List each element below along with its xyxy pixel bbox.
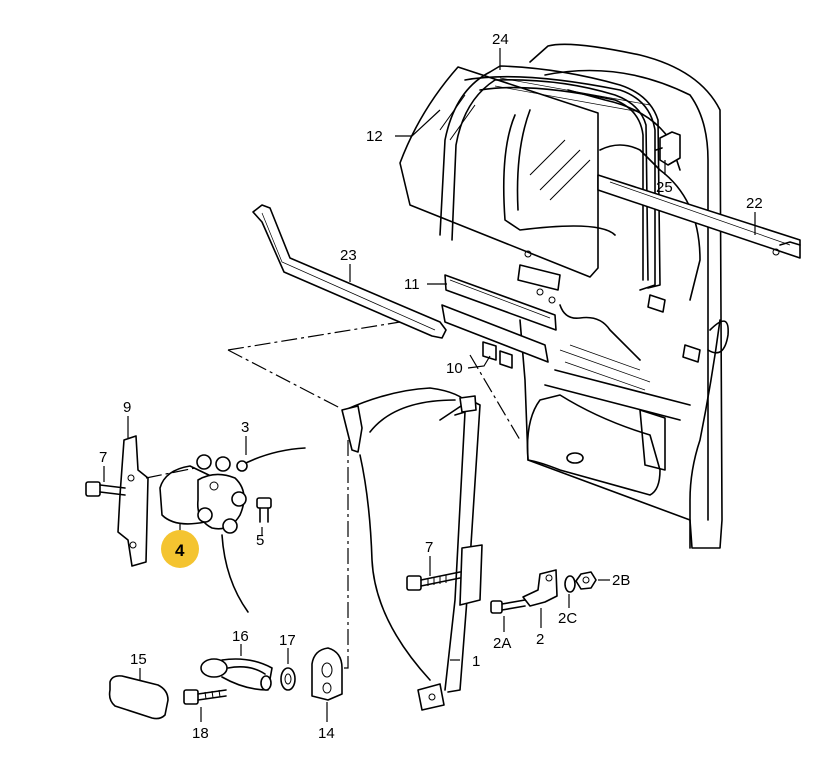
callout-10: 10: [446, 360, 463, 377]
handle-16: [200, 658, 273, 691]
cable-3: [221, 447, 306, 613]
bracket-9: [117, 435, 149, 567]
window-regulator-1: [341, 387, 483, 711]
callout-25: 25: [656, 179, 673, 196]
glass-pane-12: [399, 66, 599, 278]
callout-5: 5: [256, 532, 264, 549]
bracket-14: [311, 647, 343, 701]
guide-25: [655, 131, 681, 166]
window-seal-24: [439, 65, 661, 289]
highlight-circle: [161, 530, 199, 568]
door-shell: [517, 43, 729, 549]
strip-11: [444, 274, 557, 331]
callout-14: 14: [318, 725, 335, 742]
callout-9: 9: [123, 399, 131, 416]
callout-2B: 2B: [612, 572, 630, 589]
screw-5: [256, 497, 272, 523]
assembly-lines: [145, 321, 521, 669]
bolt-7-upper: [85, 481, 126, 497]
callout-2A: 2A: [493, 635, 511, 652]
callout-2C: 2C: [558, 610, 577, 627]
callout-18: 18: [192, 725, 209, 742]
motor-4: [159, 454, 247, 534]
callout-16: 16: [232, 628, 249, 645]
trim-15: [108, 675, 169, 720]
bolt-7-lower: [406, 571, 461, 591]
nut-2B: [575, 571, 597, 590]
callout-23: 23: [340, 247, 357, 264]
clip-2: [522, 569, 558, 607]
washer-17: [280, 667, 296, 691]
callout-1: 1: [472, 653, 480, 670]
strip-10: [441, 304, 549, 369]
rail-22: [597, 174, 801, 259]
callout-4: 4: [175, 541, 185, 560]
leader-lines: [103, 48, 756, 722]
callout-7-upper: 7: [99, 449, 107, 466]
callout-12: 12: [366, 128, 383, 145]
callout-22: 22: [746, 195, 763, 212]
callout-2: 2: [536, 631, 544, 648]
callout-labels: 24 12 25 22 23 11 10 9 3 7 5 7 2B 2C 2 2…: [99, 31, 763, 742]
screw-18: [183, 689, 227, 705]
washer-2C: [564, 575, 576, 593]
callout-17: 17: [279, 632, 296, 649]
callout-3: 3: [241, 419, 249, 436]
callout-24: 24: [492, 31, 509, 48]
bolt-2A: [490, 599, 526, 614]
callout-11: 11: [404, 276, 420, 293]
callout-15: 15: [130, 651, 147, 668]
seal-strip-23: [252, 204, 447, 339]
callout-7-lower: 7: [425, 539, 433, 556]
